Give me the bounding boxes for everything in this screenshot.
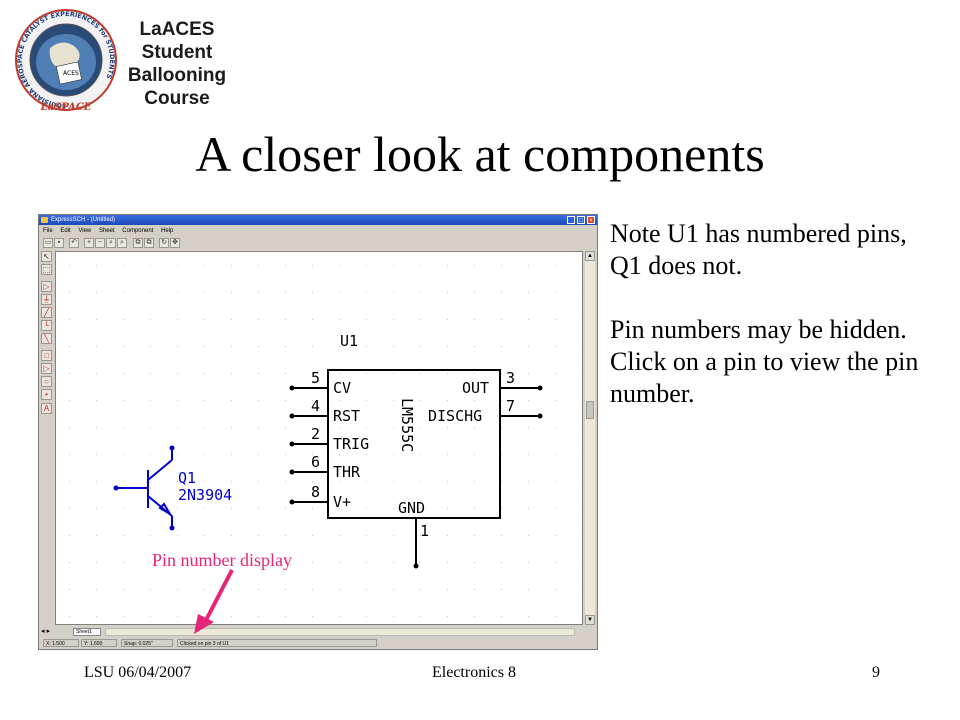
u1-pin-num: 7 xyxy=(506,397,515,415)
footer-date: LSU 06/04/2007 xyxy=(84,664,192,681)
pointer-icon[interactable]: ↖ xyxy=(41,251,52,262)
schematic-drawing: U1 5 4 2 6 8 CV RST TRIG THR V+ OUT DISC… xyxy=(113,332,543,569)
u1-pin-num: 4 xyxy=(311,397,320,415)
sheet-tabs-bar: ◂ ▸ Sheet1 xyxy=(39,627,597,637)
tab-sheet1[interactable]: Sheet1 xyxy=(73,628,101,636)
q1-part: 2N3904 xyxy=(178,486,232,504)
menu-sheet[interactable]: Sheet xyxy=(98,228,115,234)
expresssch-window: ExpressSCH - (Untitled) _ □ × File Edit … xyxy=(38,214,598,650)
junction-icon[interactable]: • xyxy=(41,389,52,400)
ground-icon[interactable]: ⏚ xyxy=(41,294,52,305)
u1-part: LM555C xyxy=(398,398,416,452)
note-numbered-pins: Note U1 has numbered pins, Q1 does not. xyxy=(610,219,907,280)
minimize-icon[interactable]: _ xyxy=(567,216,575,224)
undo-icon[interactable]: ↶ xyxy=(69,238,79,248)
select-icon[interactable]: ⬚ xyxy=(41,264,52,275)
q1-ref: Q1 xyxy=(178,469,196,487)
zoom-fit-icon[interactable]: ⌕ xyxy=(117,238,127,248)
slide-notes: Note U1 has numbered pins, Q1 does not. … xyxy=(610,218,920,442)
schematic-canvas[interactable]: U1 5 4 2 6 8 CV RST TRIG THR V+ OUT DISC… xyxy=(55,251,583,625)
u1-pin-name: THR xyxy=(333,463,361,481)
zoom-area-icon[interactable]: ⌕ xyxy=(106,238,116,248)
status-x: X: 1.500 xyxy=(43,639,79,647)
u1-pin-name: RST xyxy=(333,407,360,425)
status-bar: X: 1.500 Y: 1.600 Snap: 0.025" Clicked o… xyxy=(39,638,597,648)
open-icon[interactable]: ▭ xyxy=(43,238,53,248)
paste-icon[interactable]: ⧉ xyxy=(144,238,154,248)
status-y: Y: 1.600 xyxy=(81,639,117,647)
u1-pin-num: 8 xyxy=(311,483,320,501)
annotation-arrow-icon xyxy=(194,569,234,634)
window-title: ExpressSCH - (Untitled) xyxy=(51,217,116,223)
vertical-scrollbar[interactable]: ▲ ▼ xyxy=(585,251,595,625)
menu-component[interactable]: Component xyxy=(122,228,154,234)
scroll-thumb[interactable] xyxy=(586,401,594,419)
sheet-nav-icon[interactable]: ◂ ▸ xyxy=(41,628,50,635)
window-titlebar[interactable]: ExpressSCH - (Untitled) _ □ × xyxy=(39,215,597,225)
u1-pin-name: OUT xyxy=(462,379,489,397)
svg-text:LaSPACE: LaSPACE xyxy=(40,102,92,113)
polygon-icon[interactable]: ▷ xyxy=(41,363,52,374)
menu-bar: File Edit View Sheet Component Help xyxy=(39,226,597,236)
u1-ref: U1 xyxy=(340,332,358,350)
menu-help[interactable]: Help xyxy=(161,228,174,234)
scroll-up-icon[interactable]: ▲ xyxy=(585,251,595,261)
app-icon xyxy=(41,217,48,223)
footer-course: Electronics 8 xyxy=(432,664,516,681)
wire-icon[interactable]: ╱ xyxy=(41,307,52,318)
line-icon[interactable]: ╲ xyxy=(41,333,52,344)
u1-pin-num: 3 xyxy=(506,369,515,387)
snap-select[interactable]: Snap: 0.025" xyxy=(121,639,173,647)
slide-number: 9 xyxy=(872,664,880,681)
toolbar: ▭ ▪ ↶ + − ⌕ ⌕ ⧉ ⧉ ↻ ✥ xyxy=(41,237,241,249)
drawing-tools: ↖ ⬚ ▷ ⏚ ╱ └ ╲ □ ▷ ○ • A xyxy=(41,251,53,625)
menu-file[interactable]: File xyxy=(43,228,53,234)
status-message: Clicked on pin 3 of U1 xyxy=(177,639,377,647)
move-icon[interactable]: ✥ xyxy=(170,238,180,248)
laspace-logo: ACES LOUISIANA AEROSPACE CATALYST EXPERI… xyxy=(15,9,117,113)
u1-pin-name: V+ xyxy=(333,493,351,511)
maximize-icon[interactable]: □ xyxy=(577,216,585,224)
u1-pin-num: 1 xyxy=(420,522,429,540)
close-icon[interactable]: × xyxy=(587,216,595,224)
q1-transistor[interactable] xyxy=(116,448,173,528)
rectangle-icon[interactable]: □ xyxy=(41,350,52,361)
zoom-in-icon[interactable]: + xyxy=(84,238,94,248)
u1-pin-num: 2 xyxy=(311,425,320,443)
menu-view[interactable]: View xyxy=(78,228,92,234)
copy-icon[interactable]: ⧉ xyxy=(133,238,143,248)
svg-text:ACES: ACES xyxy=(63,70,79,77)
component-icon[interactable]: ▷ xyxy=(41,281,52,292)
zoom-out-icon[interactable]: − xyxy=(95,238,105,248)
u1-pin-num: 5 xyxy=(311,369,320,387)
slide-title: A closer look at components xyxy=(195,126,765,182)
u1-pin-name: TRIG xyxy=(333,435,369,453)
circle-icon[interactable]: ○ xyxy=(41,376,52,387)
logo-course-name: LaACES Student Ballooning Course xyxy=(127,19,227,109)
note-hidden-pins: Pin numbers may be hidden. Click on a pi… xyxy=(610,315,919,408)
bus-icon[interactable]: └ xyxy=(41,320,52,331)
horizontal-scrollbar[interactable] xyxy=(105,628,575,636)
menu-edit[interactable]: Edit xyxy=(60,228,71,234)
u1-pin-name: DISCHG xyxy=(428,407,482,425)
u1-pin-name: CV xyxy=(333,379,351,397)
u1-pin-num: 6 xyxy=(311,453,320,471)
save-icon[interactable]: ▪ xyxy=(54,238,64,248)
scroll-down-icon[interactable]: ▼ xyxy=(585,615,595,625)
u1-pin-name: GND xyxy=(398,499,425,517)
pin-number-annotation: Pin number display xyxy=(152,550,292,570)
rotate-icon[interactable]: ↻ xyxy=(159,238,169,248)
text-tool-icon[interactable]: A xyxy=(41,403,52,414)
